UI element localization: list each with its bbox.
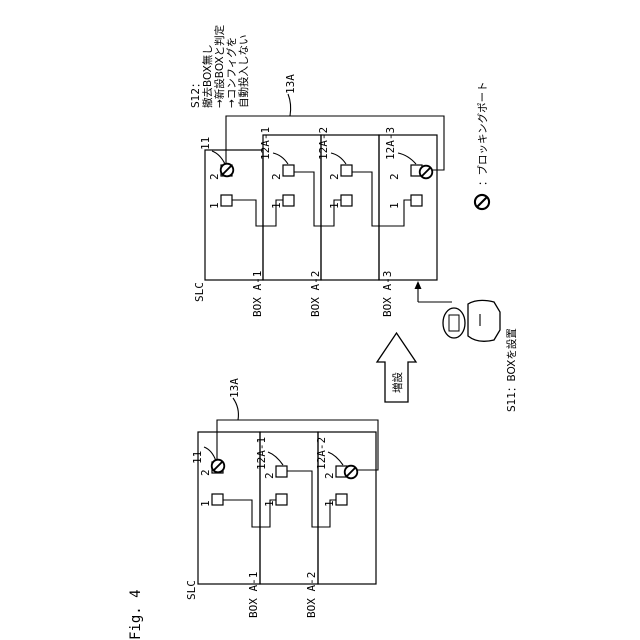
- install-arrow-head: [415, 281, 422, 289]
- right-box-a2-label: BOX A-2: [309, 271, 322, 317]
- right-a2-port-1: [341, 195, 352, 206]
- s12-line-4: →コンフィグを: [225, 37, 238, 108]
- right-box-a3-label: BOX A-3: [381, 271, 394, 317]
- worker-face: [449, 315, 459, 331]
- s12-annotation: S12： 撤去BOX無し →新設BOXと判定 →コンフィグを 自動投入しない: [190, 24, 250, 108]
- left-a1-port-2: [276, 466, 287, 477]
- left-ref-13a: 13A: [228, 378, 241, 398]
- legend: ：ブロッキングポート: [475, 81, 489, 209]
- left-a1-port-1-label: 1: [263, 500, 276, 507]
- left-ref-12a2: 12A-2: [315, 437, 328, 470]
- right-slc-port-2-label: 2: [208, 173, 221, 180]
- right-ref-12a1: 12A-1: [259, 127, 272, 160]
- right-leader-12a2: [331, 153, 346, 164]
- left-leader-11: [204, 447, 216, 461]
- left-diagram: SLC BOX A-1 BOX A-2 11 12A-1 12A-2 13A 2…: [185, 378, 378, 618]
- right-leader-11: [212, 151, 225, 164]
- left-ref-12a1: 12A-1: [255, 437, 268, 470]
- right-slc-port-1-label: 1: [208, 202, 221, 209]
- worker-body: [468, 300, 500, 341]
- right-ref-13a: 13A: [284, 74, 297, 94]
- expansion-arrow: 増設: [377, 333, 416, 402]
- right-leader-12a3: [398, 153, 416, 164]
- figure-label: Fig. 4: [128, 589, 144, 640]
- expansion-arrow-label: 増設: [391, 372, 404, 393]
- right-leader-13a: [288, 94, 291, 116]
- s11-annotation: S11：BOXを設置: [505, 328, 518, 412]
- legend-label: ：ブロッキングポート: [476, 81, 489, 186]
- worker-icon: [415, 281, 501, 341]
- right-a2-port-2-label: 2: [328, 173, 341, 180]
- right-a1-port-2: [283, 165, 294, 176]
- left-slc-port-1: [212, 494, 223, 505]
- left-ring-13a: [217, 420, 378, 470]
- s12-line-5: 自動投入しない: [237, 35, 250, 109]
- s12-line-1: S12：: [190, 77, 202, 108]
- blocking-port-icon: [475, 195, 489, 209]
- left-a1-port-1: [276, 494, 287, 505]
- left-box-a1-label: BOX A-1: [247, 572, 260, 618]
- left-slc-blocking-port-icon: [212, 460, 225, 473]
- left-a2-port-1: [336, 494, 347, 505]
- right-a3-port-1: [411, 195, 422, 206]
- left-slc-label: SLC: [185, 580, 198, 600]
- left-leader-12a2: [328, 452, 343, 465]
- right-ref-11: 11: [199, 137, 212, 150]
- s12-line-3: →新設BOXと判定: [213, 24, 226, 108]
- right-slc-blocking-port-icon: [221, 164, 234, 177]
- left-slc-port-1-label: 1: [199, 500, 212, 507]
- right-a1-port-2-label: 2: [270, 173, 283, 180]
- left-a2-port-2-label: 2: [323, 472, 336, 479]
- left-slc-port-2-label: 2: [199, 469, 212, 476]
- left-leader-12a1: [268, 452, 283, 465]
- right-a1-port-1-label: 1: [270, 202, 283, 209]
- left-slc-unit: [198, 432, 260, 584]
- left-ref-11: 11: [191, 451, 204, 464]
- right-slc-label: SLC: [193, 282, 206, 302]
- right-link-a2-a3: [352, 172, 411, 226]
- right-a1-port-1: [283, 195, 294, 206]
- right-leader-12a1: [273, 153, 288, 164]
- left-a2-port-1-label: 1: [323, 500, 336, 507]
- right-ref-12a3: 12A-3: [384, 127, 397, 160]
- right-a3-port-2-label: 2: [388, 173, 401, 180]
- right-diagram: SLC BOX A-1 BOX A-2 BOX A-3 11 12A-1 12A…: [193, 74, 444, 317]
- s12-line-2: 撤去BOX無し: [201, 44, 214, 108]
- right-a2-port-2: [341, 165, 352, 176]
- right-a2-port-1-label: 1: [328, 202, 341, 209]
- right-ref-12a2: 12A-2: [317, 127, 330, 160]
- right-box-a1-label: BOX A-1: [251, 271, 264, 317]
- left-leader-13a: [233, 398, 238, 420]
- left-a1-port-2-label: 2: [263, 472, 276, 479]
- left-a2-blocking-port-icon: [345, 466, 358, 479]
- left-box-a1-unit: [260, 432, 318, 584]
- right-slc-port-1: [221, 195, 232, 206]
- right-a3-blocking-port-icon: [420, 166, 433, 179]
- right-a3-port-1-label: 1: [388, 202, 401, 209]
- left-box-a2-label: BOX A-2: [305, 572, 318, 618]
